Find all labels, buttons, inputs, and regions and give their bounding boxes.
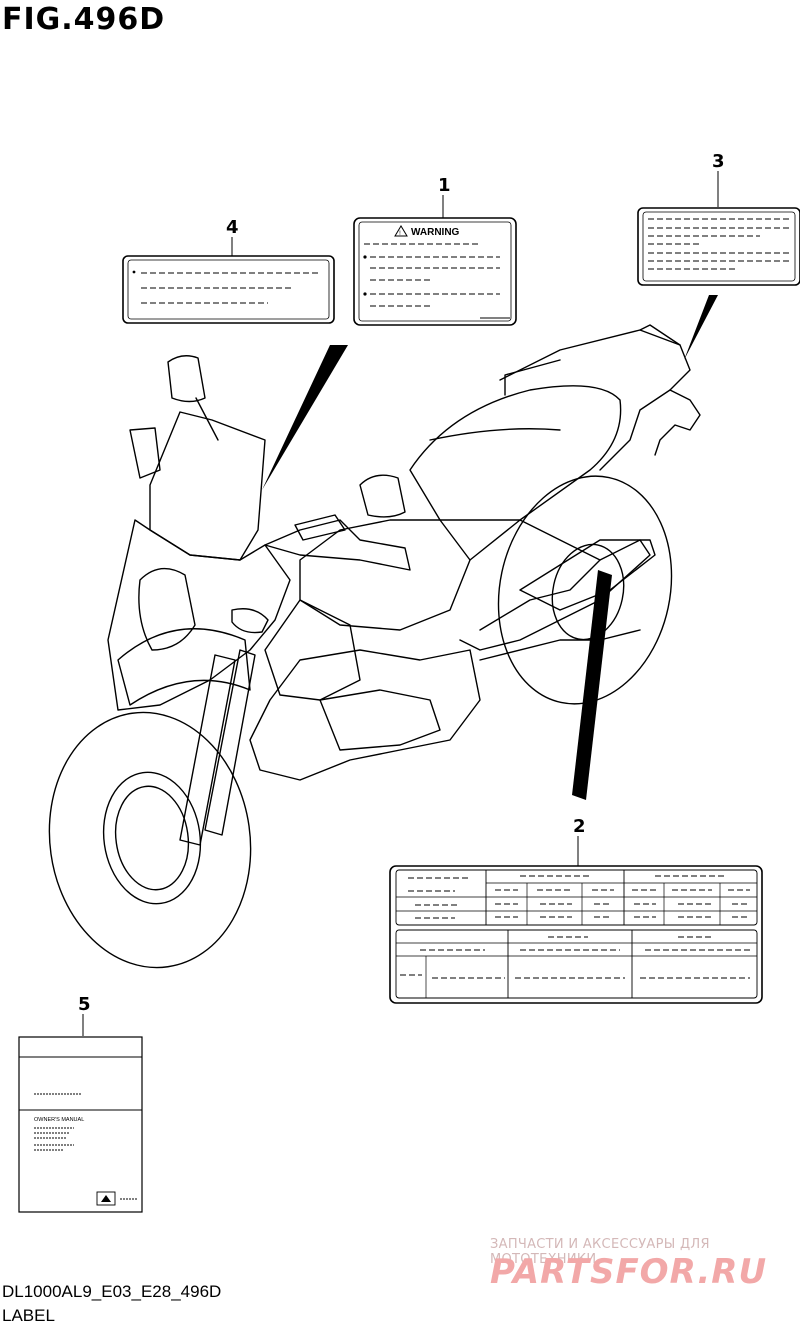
model-code: DL1000AL9_E03_E28_496D xyxy=(2,1282,222,1301)
callout-3: 3 xyxy=(712,151,725,172)
label-2-table xyxy=(389,865,763,1004)
figure-caption: LABEL xyxy=(2,1306,55,1325)
watermark-logo: PARTSFOR.RU xyxy=(490,1252,768,1292)
owners-manual-booklet: OWNER'S MANUAL xyxy=(18,1036,143,1213)
motorcycle-drawing xyxy=(48,324,701,969)
svg-text:!: ! xyxy=(399,231,401,237)
pointer-label-4 xyxy=(262,345,348,490)
pointer-label-2 xyxy=(572,570,612,800)
pointer-label-3 xyxy=(684,295,718,360)
owners-manual-text: OWNER'S MANUAL xyxy=(34,1117,84,1123)
label-4 xyxy=(122,255,335,324)
callout-4: 4 xyxy=(226,217,239,238)
callout-1: 1 xyxy=(438,175,451,196)
callout-2: 2 xyxy=(573,816,586,837)
label-1-warning: ! WARNING xyxy=(353,217,517,326)
warning-heading: WARNING xyxy=(411,227,460,238)
label-3 xyxy=(637,207,800,286)
callout-5: 5 xyxy=(78,994,91,1015)
figure-title: FIG.496D xyxy=(2,2,166,37)
watermark-tagline: ЗАПЧАСТИ И АКСЕССУАРЫ ДЛЯ МОТОТЕХНИКИ xyxy=(490,1237,710,1267)
